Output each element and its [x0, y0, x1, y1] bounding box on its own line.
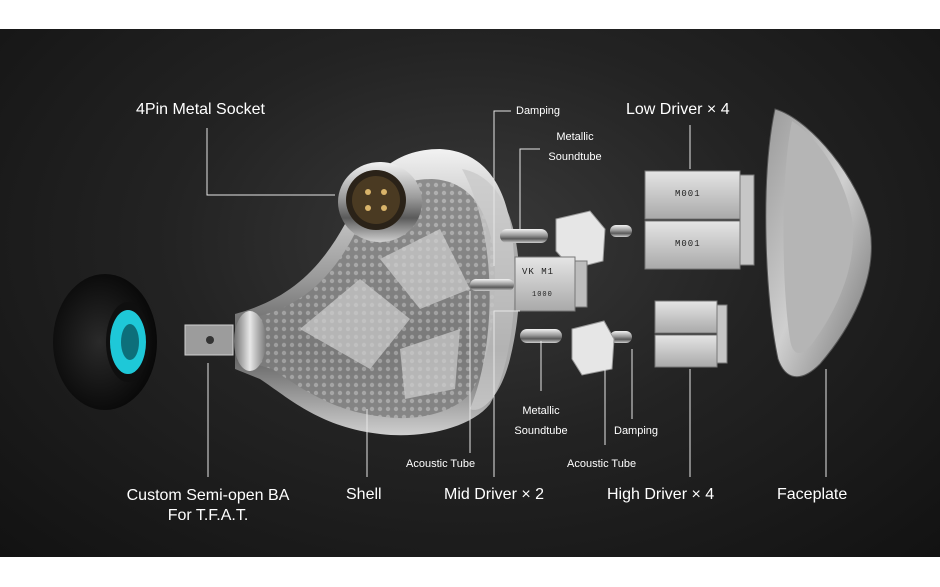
label-metallic-top-line1: Metallic	[556, 131, 594, 143]
exploded-illustration	[53, 108, 872, 477]
faceplate	[765, 108, 872, 378]
label-metallic-bottom-line1: Metallic	[522, 405, 560, 417]
label-damping-top: Damping	[516, 105, 561, 117]
label-damping-bottom: Damping	[614, 425, 659, 437]
label-metallic-soundtube-top: Metallic Soundtube	[540, 131, 610, 163]
nozzle-bracket	[184, 324, 234, 356]
damping-units	[555, 210, 615, 376]
label-custom-ba-line2: For T.F.A.T.	[167, 507, 249, 524]
leader-damping-top	[493, 110, 511, 266]
leader-socket	[206, 128, 335, 196]
high-drivers	[654, 300, 728, 368]
label-metallic-top-line2: Soundtube	[548, 151, 602, 163]
low-driver-marking-2: M001	[675, 239, 701, 249]
label-faceplate: Faceplate	[777, 486, 848, 503]
leader-lines	[206, 110, 827, 477]
low-driver-marking-1: M001	[675, 189, 701, 199]
metal-socket	[338, 162, 422, 242]
label-acoustic-tube-left: Acoustic Tube	[406, 458, 476, 470]
label-mid-driver: Mid Driver × 2	[444, 486, 545, 503]
soundtubes	[470, 225, 632, 343]
mid-driver	[514, 256, 588, 312]
label-low-driver: Low Driver × 4	[626, 101, 730, 118]
label-high-driver: High Driver × 4	[607, 486, 715, 503]
leader-metallic-top	[519, 148, 540, 229]
label-metallic-bottom-line2: Soundtube	[514, 425, 568, 437]
mid-driver-code: 1000	[532, 291, 553, 299]
leader-mid-driver	[493, 310, 520, 477]
label-metallic-soundtube-bottom: Metallic Soundtube	[506, 405, 576, 437]
eartip	[53, 274, 157, 410]
label-acoustic-tube-right: Acoustic Tube	[567, 458, 637, 470]
label-custom-ba: Custom Semi-open BA For T.F.A.T.	[108, 486, 308, 526]
label-socket: 4Pin Metal Socket	[136, 101, 265, 118]
low-drivers	[644, 170, 755, 270]
label-custom-ba-line1: Custom Semi-open BA	[126, 487, 290, 504]
label-shell: Shell	[346, 486, 382, 503]
mid-driver-marking: VK M1	[522, 267, 555, 277]
diagram-canvas: M001 M001 VK M1 1000 4Pin Metal Socket D…	[0, 29, 940, 557]
